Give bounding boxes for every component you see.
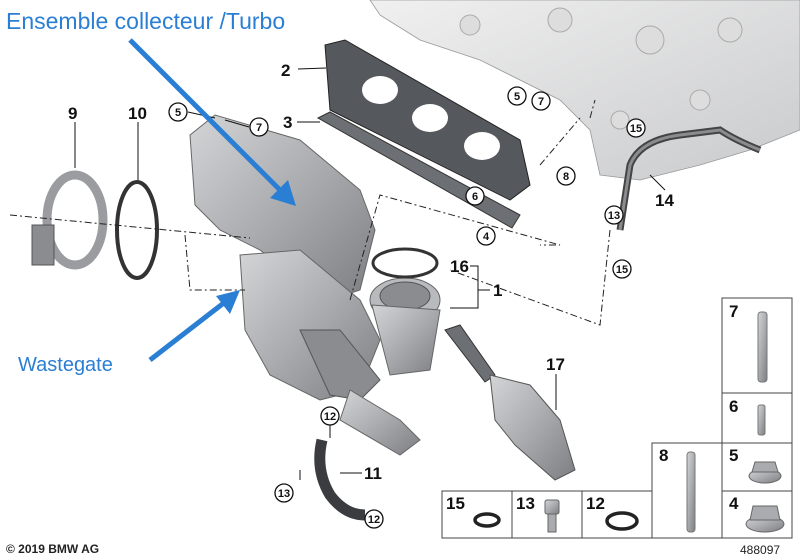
table-label-5: 5 [729,446,738,465]
wastegate-actuator [444,324,576,481]
callout-2: 2 [281,61,290,80]
callout-3: 3 [283,113,292,132]
coolant-line [314,438,366,521]
assembly-annotation: Ensemble collecteur /Turbo [6,8,286,34]
callout-13: 13 [608,210,620,222]
callout-5: 5 [175,107,181,119]
wastegate-annotation: Wastegate [18,354,113,376]
gasket-ring-16 [371,247,439,279]
callout-12: 12 [324,411,336,423]
assembly-lines [9,99,611,326]
callout-15: 15 [616,264,628,276]
callout-11: 11 [364,464,382,483]
callout-12: 12 [368,514,380,526]
part-pictures [473,311,785,533]
exhaust-manifold-turbocharger [189,114,441,456]
table-label-6: 6 [729,397,738,416]
callout-7: 7 [256,122,262,134]
callout-8: 8 [563,171,569,183]
manifold-gasket [324,39,531,201]
callout-4: 4 [483,231,490,243]
table-label-13: 13 [516,494,535,513]
circled-callouts [168,86,646,529]
callout-6: 6 [472,191,478,203]
v-band-clamp [31,170,108,270]
callout-15: 15 [630,123,642,135]
callout-16: 16 [450,257,469,276]
table-label-7: 7 [729,302,738,321]
sealing-ring-10 [115,180,159,280]
table-label-8: 8 [659,446,668,465]
callout-1: 1 [493,281,502,300]
callout-14: 14 [655,191,674,210]
callout-13: 13 [278,488,290,500]
table-label-12: 12 [586,494,605,513]
callout-17: 17 [546,355,565,374]
callout-9: 9 [68,104,77,123]
annotation-arrows [128,38,296,362]
table-label-4: 4 [729,494,739,513]
callout-5: 5 [514,91,520,103]
table-label-15: 15 [446,494,465,513]
diagram-id: 488097 [740,543,781,557]
copyright: © 2019 BMW AG [6,542,100,556]
callout-10: 10 [128,104,147,123]
parts-table [441,297,793,539]
callout-7: 7 [538,96,544,108]
